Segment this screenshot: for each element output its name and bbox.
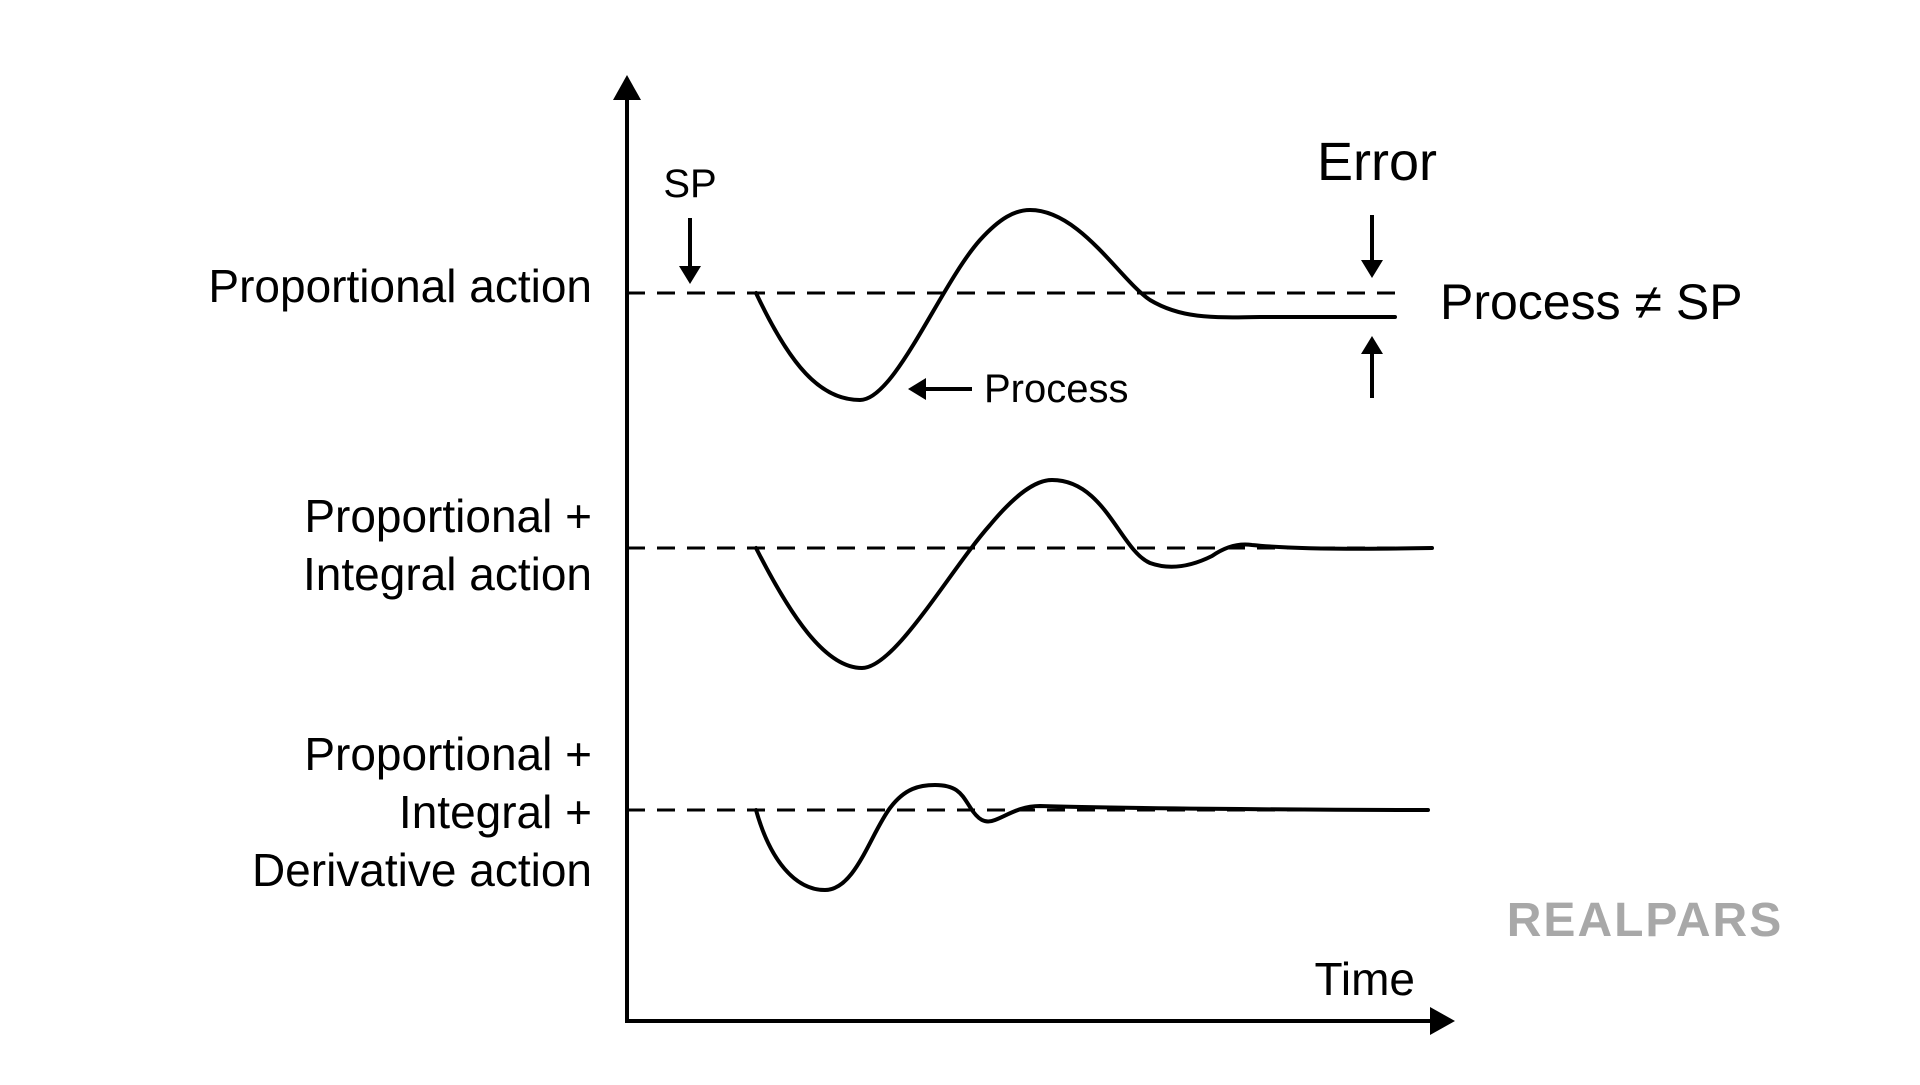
process-not-equal-sp-label: Process ≠ SP [1440,274,1743,330]
panel-label-pid-line3: Derivative action [252,844,592,896]
y-axis-arrowhead [613,75,641,100]
axes: Time [613,75,1455,1035]
error-label: Error [1317,132,1437,192]
realpars-logo-text: REALPARS [1507,894,1783,947]
x-axis-label: Time [1314,953,1415,1005]
sp-label: SP [663,162,716,206]
error-arrow-up-head [1361,336,1383,354]
panel-label-pi-line1: Proportional + [304,490,592,542]
process-label: Process [984,367,1129,411]
process-curve-pid [754,783,1430,892]
x-axis-arrowhead [1430,1007,1455,1035]
process-curve-proportional [754,208,1397,402]
process-arrow-head [908,378,926,400]
process-annotation: Process [908,367,1129,411]
error-arrow-down-head [1361,260,1383,278]
realpars-logo: REALPARS [1507,894,1783,947]
sp-annotation: SP [663,162,717,284]
panel-proportional-integral: Proportional + Integral action [303,478,1434,670]
panel-label-proportional: Proportional action [208,260,592,312]
panel-label-pid-line1: Proportional + [304,728,592,780]
panel-pid: Proportional + Integral + Derivative act… [252,728,1430,896]
panel-label-pid-line2: Integral + [399,786,592,838]
sp-arrow-head [679,266,701,284]
panel-proportional: Proportional action [208,208,1400,402]
process-curve-pi [754,478,1434,670]
error-annotation: Error Process ≠ SP [1317,132,1743,398]
panel-label-pi-line2: Integral action [303,548,592,600]
